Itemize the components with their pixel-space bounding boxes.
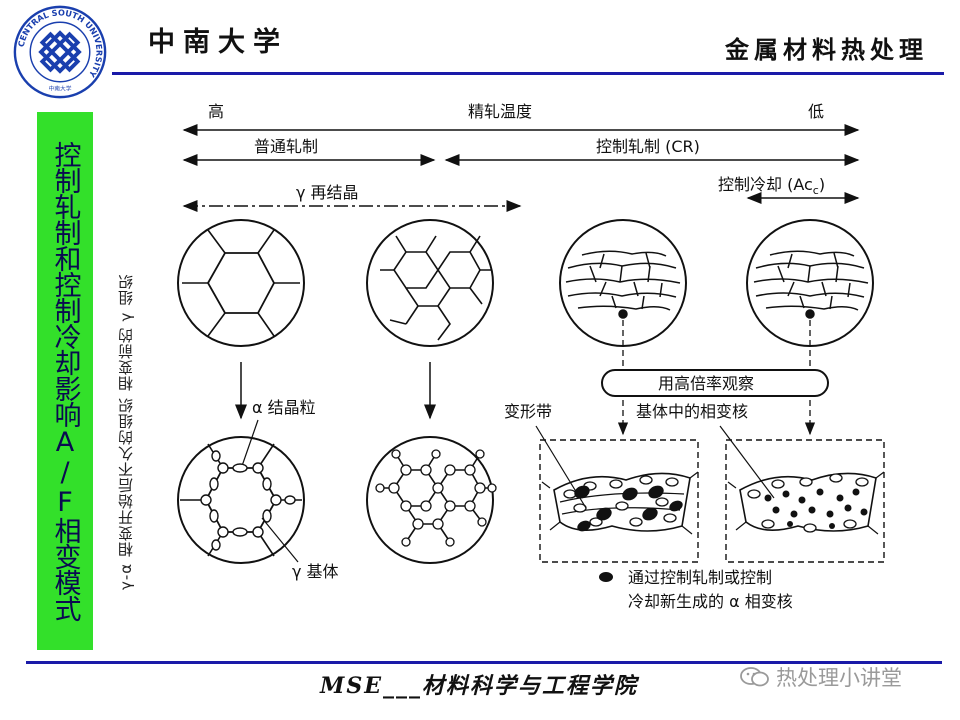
deformation-band-box xyxy=(535,425,699,563)
label-finish-rolling-temp: 精轧温度 xyxy=(468,102,532,121)
fine-austenite-grain-circle xyxy=(366,219,494,347)
label-deformation-band: 变形带 xyxy=(504,402,552,421)
microstructure-diagram: 高 精轧温度 低 普通轧制 控制轧制 (CR) 控制冷却 (Acc) γ 再结晶 xyxy=(177,102,885,611)
label-high-magnification: 用高倍率观察 xyxy=(658,374,754,393)
vertical-stage-label: γ-α 相变开始后不久的组织 相变前的 γ 组织 xyxy=(116,273,135,590)
watermark: 热处理小讲堂 xyxy=(740,662,902,692)
logo-small-text: 中南大学 xyxy=(49,84,72,92)
label-high: 高 xyxy=(208,102,224,121)
label-gamma-matrix: γ 基体 xyxy=(292,562,339,581)
label-controlled-rolling: 控制轧制 (CR) xyxy=(596,137,700,156)
sidebar-title-box: 控制轧制和控制冷却影响A/F相变模式 xyxy=(37,112,93,650)
sidebar-title: 控制轧制和控制冷却影响A/F相变模式 xyxy=(49,141,81,621)
wechat-icon xyxy=(740,667,769,687)
nuclei-leader xyxy=(719,425,775,499)
footer-divider xyxy=(26,661,942,664)
gamma-matrix-leader xyxy=(261,517,299,563)
legend-line-1: 通过控制轧制或控制 xyxy=(628,568,772,587)
vertical-stage-label-box: γ-α 相变开始后不久的组织 相变前的 γ 组织 xyxy=(104,170,146,590)
elongated-austenite-circle xyxy=(559,219,687,347)
logo-emblem xyxy=(38,30,82,74)
high-magnification-box xyxy=(601,369,829,397)
watermark-text: 热处理小讲堂 xyxy=(776,666,902,690)
alpha-nucleation-fine-circle xyxy=(366,436,497,564)
matrix-nuclei-box xyxy=(719,425,885,563)
elongated-austenite-circle-cooling xyxy=(746,219,874,347)
header-divider xyxy=(112,72,944,75)
label-normal-rolling: 普通轧制 xyxy=(254,137,318,156)
footer-text: MSE___材料科学与工程学院 xyxy=(320,673,639,699)
header-right-title: 金属材料热处理 xyxy=(725,35,928,64)
alpha-nucleation-coarse-circle xyxy=(177,436,305,564)
label-alpha-grain: α 结晶粒 xyxy=(252,398,316,417)
label-controlled-cooling: 控制冷却 (Acc) xyxy=(718,175,825,197)
legend-nucleus-marker xyxy=(599,572,613,582)
legend-line-2: 冷却新生成的 α 相变核 xyxy=(628,592,793,611)
coarse-austenite-grain-circle xyxy=(177,219,305,347)
label-recrystallization: γ 再结晶 xyxy=(296,183,359,202)
label-low: 低 xyxy=(808,102,824,121)
header-left-title: 中南大学 xyxy=(148,27,288,58)
label-nuclei-in-matrix: 基体中的相变核 xyxy=(636,402,748,421)
deformation-band-leader xyxy=(535,425,587,509)
alpha-grain-leader xyxy=(241,419,259,467)
university-logo: CENTRAL SOUTH UNIVERSITY 中南大学 xyxy=(13,5,107,99)
